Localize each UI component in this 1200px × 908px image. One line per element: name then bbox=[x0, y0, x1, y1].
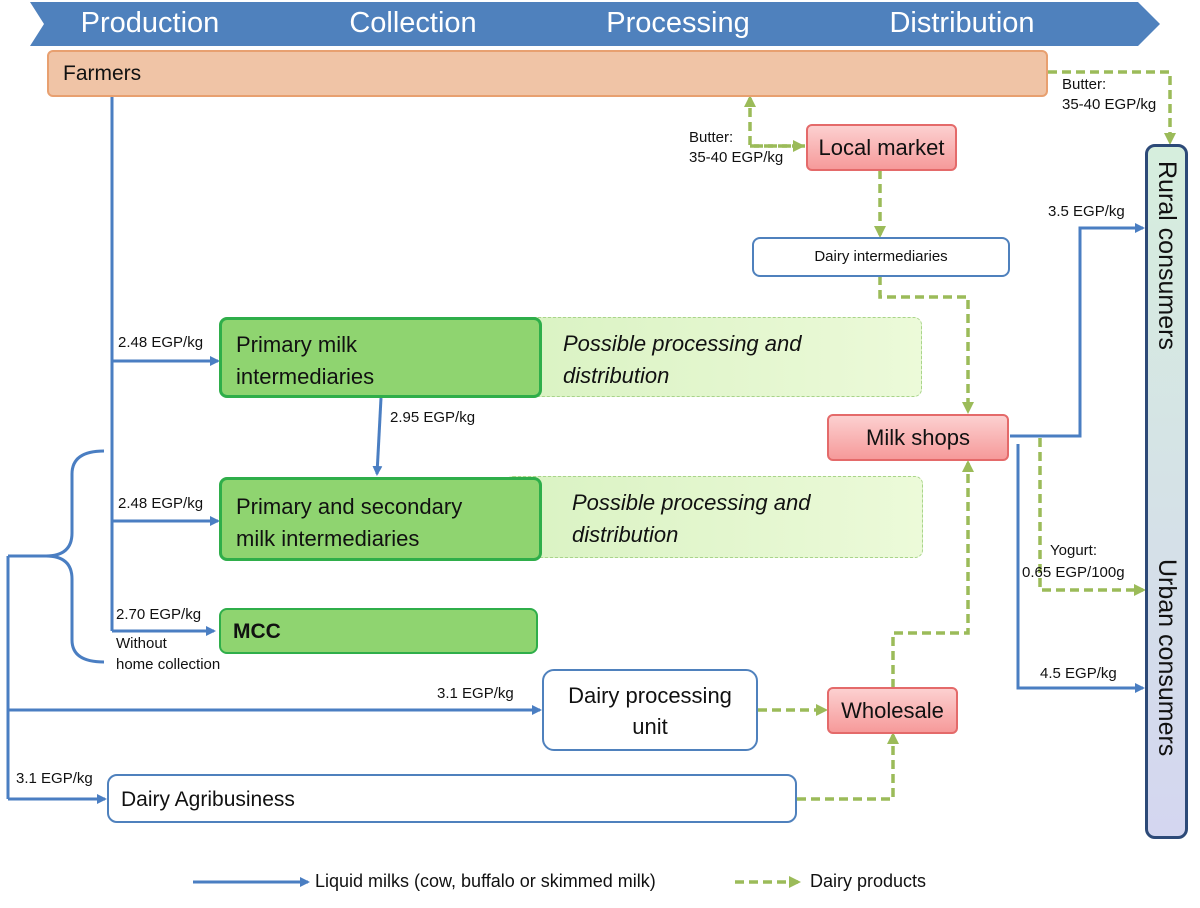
edge-local-to-farmers bbox=[744, 95, 805, 148]
dairy-intermediaries-box: Dairy intermediaries bbox=[752, 237, 1010, 277]
local-market-label: Local market bbox=[818, 135, 945, 160]
label-primary-price: 2.48 EGP/kg bbox=[118, 334, 204, 351]
possible-processing-2-line2: distribution bbox=[572, 522, 679, 547]
dairy-agribusiness-box: Dairy Agribusiness bbox=[107, 774, 797, 823]
dairy-intermediaries-label: Dairy intermediaries bbox=[814, 248, 948, 265]
edge-farmers-rural-butter bbox=[1048, 70, 1176, 145]
possible-processing-2-box: Possible processing and distribution bbox=[505, 476, 923, 558]
edge-wholesale-milkshops bbox=[891, 460, 974, 688]
label-secondary-price: 2.48 EGP/kg bbox=[118, 495, 204, 512]
primary-milk-line1: Primary milk bbox=[236, 332, 357, 357]
milk-shops-label: Milk shops bbox=[866, 425, 970, 450]
stage-production: Production bbox=[80, 7, 220, 39]
rural-consumers-label: Rural consumers bbox=[1153, 161, 1181, 350]
dairy-processing-unit-box: Dairy processing unit bbox=[542, 669, 758, 751]
possible-processing-2-line1: Possible processing and bbox=[572, 490, 811, 515]
farmers-label: Farmers bbox=[63, 62, 142, 85]
label-processing-price: 3.1 EGP/kg bbox=[437, 685, 514, 702]
label-rural-price: 3.5 EGP/kg bbox=[1048, 203, 1125, 220]
dairy-product-edges bbox=[744, 70, 1176, 801]
label-mcc-note-2: home collection bbox=[116, 656, 221, 673]
legend-liquid-label: Liquid milks (cow, buffalo or skimmed mi… bbox=[315, 871, 656, 891]
primary-secondary-line2: milk intermediaries bbox=[236, 526, 420, 551]
wholesale-label: Wholesale bbox=[841, 698, 944, 723]
dairy-processing-line2: unit bbox=[632, 714, 668, 739]
primary-secondary-intermediaries-box: Primary and secondary milk intermediarie… bbox=[219, 477, 542, 561]
label-yogurt-2: 0.65 EGP/100g bbox=[1022, 564, 1125, 581]
label-butter-top-2: 35-40 EGP/kg bbox=[1062, 96, 1157, 113]
label-secondary-transfer: 2.95 EGP/kg bbox=[390, 409, 476, 426]
label-butter-local-2: 35-40 EGP/kg bbox=[689, 149, 784, 166]
possible-processing-1-line2: distribution bbox=[563, 363, 670, 388]
edge-agribusiness-wholesale bbox=[797, 732, 899, 801]
label-butter-top-1: Butter: bbox=[1062, 76, 1107, 93]
label-mcc-price: 2.70 EGP/kg bbox=[116, 606, 202, 623]
wholesale-box: Wholesale bbox=[827, 687, 958, 734]
liquid-milk-edges bbox=[6, 97, 1145, 804]
edge-milkshops-yogurt bbox=[1038, 438, 1146, 596]
label-mcc-note-1: Without bbox=[116, 635, 167, 652]
edge-milkshops-rural bbox=[1010, 223, 1145, 438]
primary-secondary-line1: Primary and secondary bbox=[236, 494, 463, 519]
urban-consumers-label: Urban consumers bbox=[1153, 559, 1181, 757]
mcc-label: MCC bbox=[233, 620, 281, 643]
stage-processing: Processing bbox=[606, 7, 750, 39]
mcc-box: MCC bbox=[219, 608, 538, 654]
farmers-box: Farmers bbox=[47, 50, 1048, 97]
edge-intermediaries-to-milkshops bbox=[878, 276, 974, 414]
stage-arrow-bar bbox=[30, 2, 1160, 46]
edge-milkshops-urban bbox=[1016, 444, 1145, 693]
consumers-bar: Rural consumers Urban consumers bbox=[1145, 144, 1188, 839]
legend-dairy-label: Dairy products bbox=[810, 871, 927, 891]
dairy-agribusiness-label: Dairy Agribusiness bbox=[121, 788, 295, 811]
label-butter-local-1: Butter: bbox=[689, 129, 734, 146]
label-yogurt-1: Yogurt: bbox=[1050, 542, 1097, 559]
local-market-box: Local market bbox=[806, 124, 957, 171]
stage-distribution: Distribution bbox=[889, 7, 1035, 39]
milk-shops-box: Milk shops bbox=[827, 414, 1009, 461]
primary-milk-intermediaries-box: Primary milk intermediaries bbox=[219, 317, 542, 398]
possible-processing-1-line1: Possible processing and bbox=[563, 331, 802, 356]
primary-milk-line2: intermediaries bbox=[236, 364, 375, 389]
label-urban-price: 4.5 EGP/kg bbox=[1040, 665, 1117, 682]
edge-primary-to-secondary bbox=[372, 397, 383, 476]
label-agribusiness-price: 3.1 EGP/kg bbox=[16, 770, 93, 787]
possible-processing-1-box: Possible processing and distribution bbox=[505, 317, 922, 397]
dairy-processing-line1: Dairy processing bbox=[568, 683, 732, 708]
stage-collection: Collection bbox=[349, 7, 477, 39]
brace bbox=[45, 449, 105, 664]
